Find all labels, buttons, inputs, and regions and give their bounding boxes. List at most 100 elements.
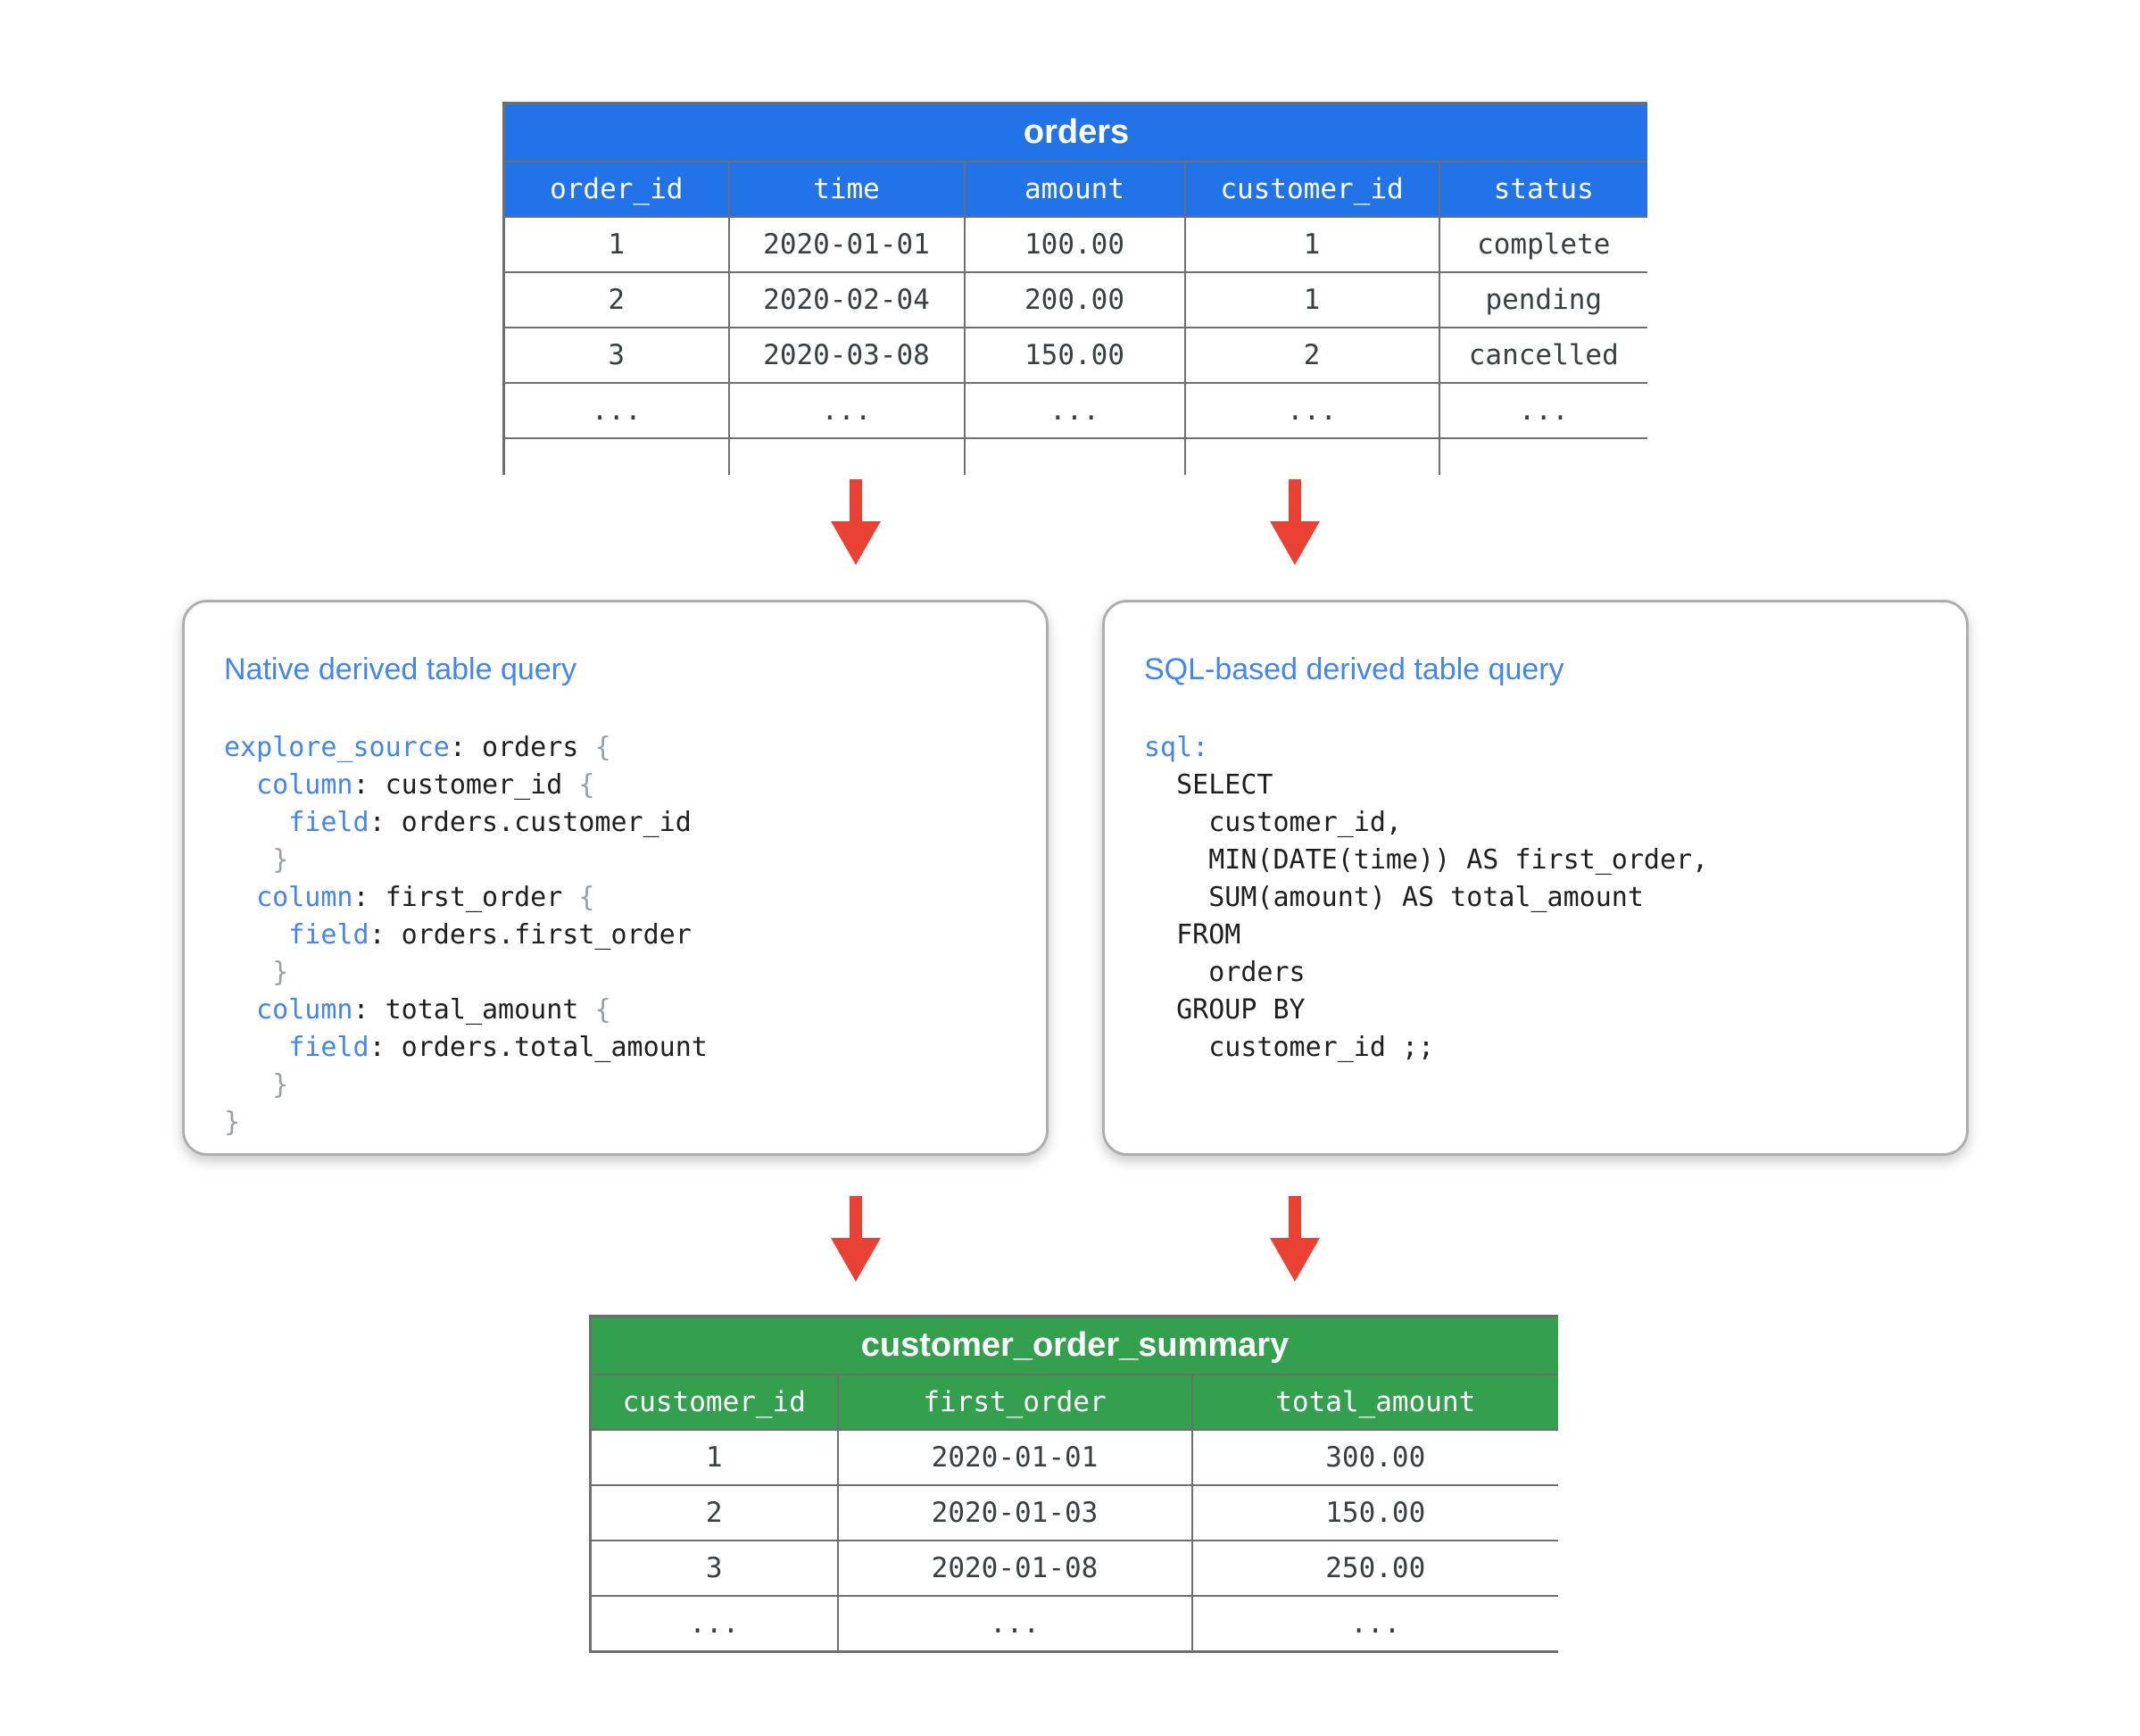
table-cell: 150.00 [963, 327, 1186, 384]
code-token: MIN(DATE(time)) AS first_order, [1144, 844, 1709, 876]
column-header: amount [963, 161, 1186, 218]
table-cell: 150.00 [1190, 1484, 1558, 1541]
table-cell: cancelled [1438, 327, 1647, 384]
arrow-orders-to-native-icon [831, 479, 881, 565]
code-line: customer_id ;; [1144, 1029, 1708, 1067]
code-token: sql: [1144, 732, 1209, 763]
code-token [224, 919, 288, 951]
table-cell: 100.00 [963, 216, 1186, 273]
code-token [224, 844, 272, 876]
code-line: column: customer_id { [224, 767, 708, 804]
table-cell: 1 [1183, 216, 1440, 273]
table-cell: ... [836, 1595, 1193, 1653]
code-token: : orders [449, 732, 595, 763]
table-cell: ... [727, 382, 966, 439]
table-cell: 200.00 [963, 271, 1186, 328]
native-card-title: Native derived table query [224, 652, 577, 686]
table-cell [963, 437, 1186, 475]
code-line: } [224, 842, 708, 879]
table-cell: ... [1438, 382, 1647, 439]
code-line: GROUP BY [1144, 992, 1708, 1029]
code-token: GROUP BY [1144, 994, 1306, 1026]
table-cell: 2 [589, 1484, 839, 1541]
code-line: FROM [1144, 917, 1708, 954]
column-header: customer_id [589, 1374, 839, 1431]
code-token: SUM(amount) AS total_amount [1144, 882, 1644, 913]
arrow-native-to-summary-icon [831, 1196, 881, 1282]
code-token [224, 1032, 288, 1063]
code-token: column [256, 882, 353, 913]
orders-table-title-row: orders [502, 102, 1647, 162]
summary-table-title-row: customer_order_summary [589, 1315, 1558, 1375]
table-row: ............... [502, 382, 1647, 439]
code-line: customer_id, [1144, 804, 1708, 842]
column-header: order_id [502, 161, 730, 218]
code-token: } [272, 957, 289, 988]
code-token: : orders.first_order [369, 919, 692, 951]
code-token: { [594, 732, 611, 763]
code-line: field: orders.customer_id [224, 804, 708, 842]
code-line: SUM(amount) AS total_amount [1144, 879, 1708, 917]
native-code-block: explore_source: orders { column: custome… [224, 729, 708, 1142]
table-cell: 2020-01-03 [836, 1484, 1193, 1541]
table-cell: 2020-03-08 [727, 327, 966, 384]
code-line: orders [1144, 954, 1708, 992]
code-line: explore_source: orders { [224, 729, 708, 767]
code-line: field: orders.total_amount [224, 1029, 708, 1067]
code-line: } [224, 1104, 708, 1142]
table-cell: complete [1438, 216, 1647, 273]
code-token: { [594, 994, 611, 1026]
table-cell: 250.00 [1190, 1540, 1558, 1597]
table-cell: 3 [502, 327, 730, 384]
code-token: } [272, 844, 289, 876]
code-token: SELECT [1144, 769, 1273, 801]
code-token: field [288, 919, 369, 951]
code-token: } [272, 1069, 289, 1101]
table-cell: 3 [589, 1540, 839, 1597]
code-token [224, 807, 288, 838]
code-token: explore_source [224, 732, 450, 763]
orders-table-title: orders [502, 102, 1647, 162]
code-line: column: first_order { [224, 879, 708, 917]
table-cell [1438, 437, 1647, 475]
table-cell: ... [1183, 382, 1440, 439]
column-header: status [1438, 161, 1647, 218]
summary-table-title: customer_order_summary [589, 1315, 1558, 1375]
table-cell: 300.00 [1190, 1429, 1558, 1486]
arrow-orders-to-sql-icon [1270, 479, 1320, 565]
table-cell: 1 [589, 1429, 839, 1486]
code-token: field [288, 1032, 369, 1063]
table-cell: pending [1438, 271, 1647, 328]
sql-card-title: SQL-based derived table query [1144, 652, 1564, 686]
table-cell [502, 437, 730, 475]
code-token: : orders.customer_id [369, 807, 692, 838]
code-token: : customer_id [353, 769, 579, 801]
native-derived-table-card: Native derived table query explore_sourc… [182, 600, 1049, 1156]
code-line: sql: [1144, 729, 1708, 767]
sql-code-block: sql: SELECT customer_id, MIN(DATE(time))… [1144, 729, 1708, 1067]
code-token: : total_amount [353, 994, 595, 1026]
column-header: total_amount [1190, 1374, 1558, 1431]
code-line: MIN(DATE(time)) AS first_order, [1144, 842, 1708, 879]
code-token [224, 994, 256, 1026]
code-line: } [224, 954, 708, 992]
table-cell: 2 [1183, 327, 1440, 384]
table-cell: ... [1190, 1595, 1558, 1653]
table-cell: ... [502, 382, 730, 439]
table-cell [727, 437, 966, 475]
code-token: customer_id, [1144, 807, 1402, 838]
code-token [224, 882, 256, 913]
sql-derived-table-card: SQL-based derived table query sql: SELEC… [1102, 600, 1969, 1156]
table-cell: 2020-01-01 [836, 1429, 1193, 1486]
code-line: column: total_amount { [224, 992, 708, 1029]
table-cell: 2020-01-08 [836, 1540, 1193, 1597]
code-token: orders [1144, 957, 1306, 988]
code-line: field: orders.first_order [224, 917, 708, 954]
